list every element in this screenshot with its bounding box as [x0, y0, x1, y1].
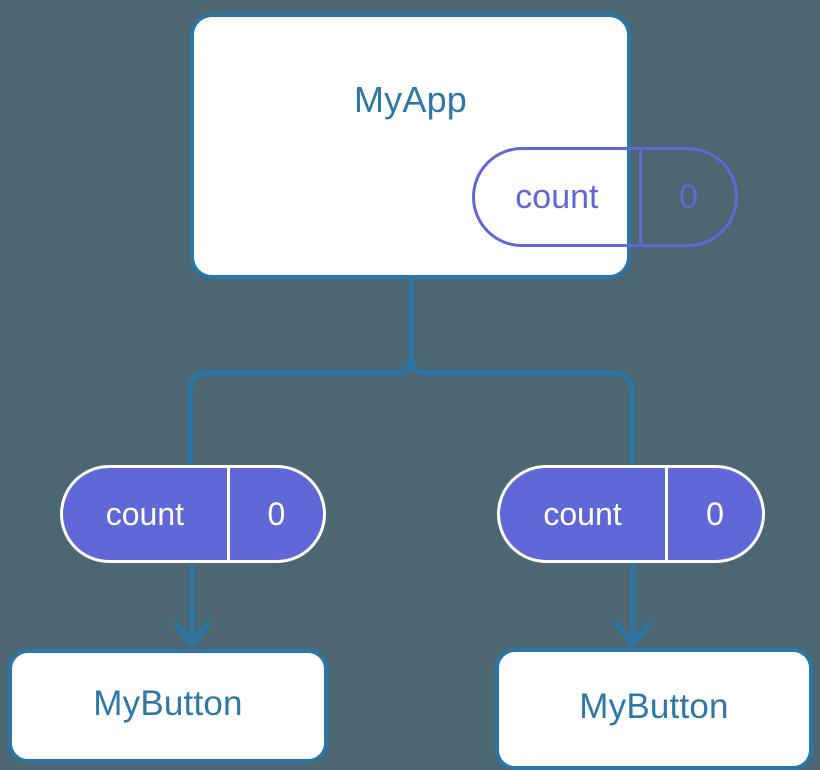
component-box-myapp[interactable]: MyApp count 0 — [190, 13, 738, 279]
component-box-mybutton-right[interactable]: MyButton — [495, 648, 813, 770]
state-value-label: 0 — [665, 468, 762, 560]
component-title-mybutton: MyButton — [579, 687, 729, 726]
state-key-label: count — [515, 177, 599, 216]
component-title-mybutton: MyButton — [93, 684, 243, 723]
state-key-label: count — [105, 495, 185, 532]
component-title-myapp: MyApp — [353, 79, 468, 120]
state-value-label: 0 — [226, 468, 323, 560]
arrow-head-right — [613, 620, 653, 647]
state-pill-child-right-count[interactable]: count 0 — [497, 465, 765, 563]
state-pill-child-left-count[interactable]: count 0 — [60, 465, 326, 563]
branch-connector-left — [187, 351, 414, 465]
state-key-label: count — [543, 495, 622, 532]
state-value-label: 0 — [638, 150, 735, 244]
branch-connector-right — [408, 351, 635, 465]
arrow-head-left — [172, 620, 212, 647]
state-pill-myapp-count[interactable]: count 0 — [472, 147, 738, 247]
component-box-mybutton-left[interactable]: MyButton — [8, 649, 328, 763]
